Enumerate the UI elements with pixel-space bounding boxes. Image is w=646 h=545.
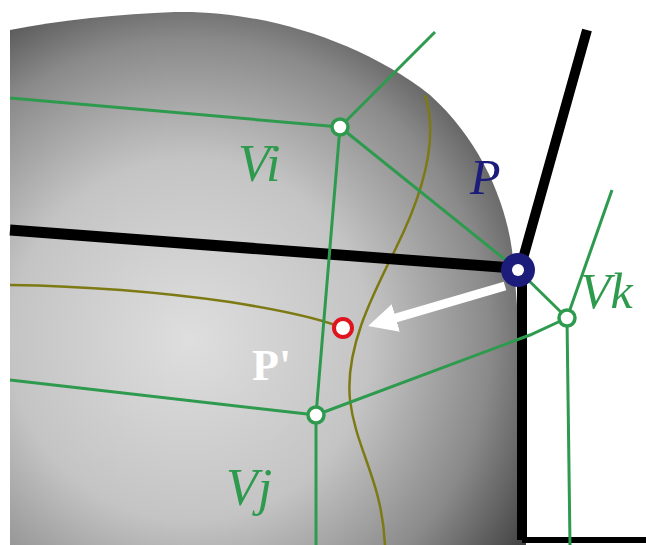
boundary-line bbox=[10, 230, 512, 268]
mesh-edge bbox=[340, 127, 518, 270]
vertex-marker bbox=[308, 407, 324, 423]
point-marker bbox=[334, 319, 352, 337]
displacement-arrow bbox=[382, 286, 505, 322]
mesh-edge bbox=[316, 318, 567, 415]
point-label: Vk bbox=[580, 266, 633, 316]
point-marker bbox=[512, 264, 524, 276]
boundary-line bbox=[522, 537, 646, 543]
mesh-edge bbox=[315, 415, 318, 545]
contour-curve bbox=[10, 285, 335, 325]
mesh-edge bbox=[567, 318, 570, 545]
vertex-marker bbox=[559, 310, 575, 326]
mesh-edge bbox=[340, 32, 435, 127]
point-label: P' bbox=[252, 344, 291, 388]
point-label: P bbox=[470, 152, 501, 202]
point-label: Vj bbox=[226, 462, 272, 514]
point-label: Vi bbox=[238, 138, 280, 190]
shaded-surface bbox=[10, 12, 526, 545]
mesh-edge bbox=[316, 127, 340, 415]
mesh-edge bbox=[10, 98, 340, 127]
point-marker bbox=[501, 253, 535, 287]
vertex-marker bbox=[332, 119, 348, 135]
mesh-lines bbox=[10, 32, 612, 545]
